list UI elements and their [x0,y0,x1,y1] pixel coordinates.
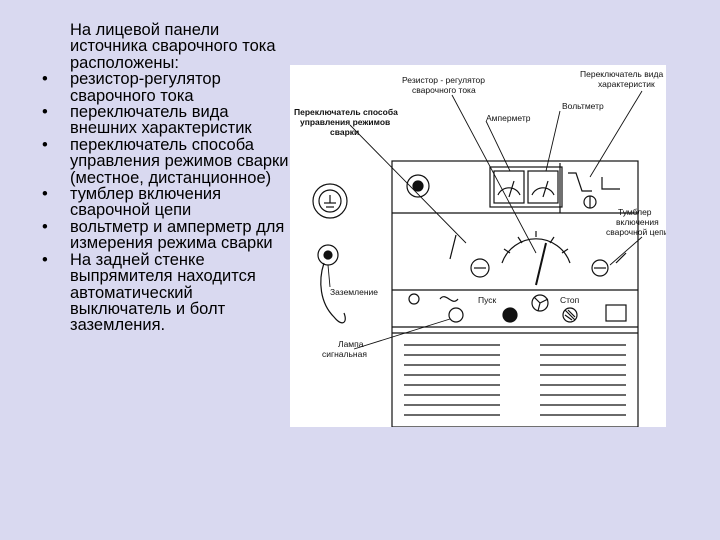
voltmeter-gauge [527,170,559,204]
stop-button [562,307,578,323]
leader-char-switch [589,90,643,178]
intro-text: На лицевой панели источника сварочного т… [70,21,276,72]
slide-text: На лицевой панели источника сварочного т… [40,22,290,334]
regulator-pointer [535,242,547,286]
label-grounding: Заземление [330,287,378,297]
falling-characteristic-icon [568,172,592,192]
bullet-item: тумблер включения сварочной цепи [40,186,290,219]
leader-toggle [609,236,643,266]
diagram-svg: Резистор - регулятор сварочного тока Пер… [294,69,666,427]
rigid-characteristic-icon [601,177,620,190]
nameplate [605,304,627,322]
grounding-bolt-disc [312,183,348,219]
vent-louvers-right [540,344,626,416]
leader-voltmeter [545,110,561,172]
label-char-switch-2: характеристик [598,79,655,89]
indicator-circle [408,293,420,305]
meters-block [489,166,563,208]
vent-louvers-left [404,344,500,416]
leader-mode-switch [349,124,467,244]
leader-lamp [353,318,451,350]
label-ammeter: Амперметр [486,113,531,123]
bullet-item: переключатель способа управления режимов… [40,137,290,186]
fan-symbol [531,294,549,312]
wave-symbol [439,296,459,302]
leader-resistor [451,94,537,254]
label-lamp-1: Лампа [338,339,364,349]
toggle-switch [591,259,609,277]
cabinet-outline [391,160,639,427]
start-button [502,307,518,323]
bullet-item: На задней стенке выпрямителя находится а… [40,251,290,334]
top-knob [406,174,430,198]
label-start: Пуск [478,295,497,305]
mode-switch-knob [470,258,490,278]
label-resistor-2: сварочного тока [412,85,476,95]
label-resistor-1: Резистор - регулятор [402,75,485,85]
label-toggle-1: Тумблер [618,207,652,217]
label-voltmeter: Вольтметр [562,101,604,111]
label-mode-switch-3: сварки [330,127,359,137]
label-toggle-2: включения [616,217,659,227]
signal-lamp [448,307,464,323]
label-mode-switch-2: управления режимов [300,117,390,127]
welding-source-diagram: Резистор - регулятор сварочного тока Пер… [290,65,666,427]
bullet-list: резистор-регулятор сварочного тока перек… [40,71,290,334]
ammeter-gauge [493,170,525,204]
label-lamp-2: сигнальная [322,349,367,359]
label-stop: Стоп [560,295,580,305]
bullet-item: переключатель вида внешних характеристик [40,104,290,137]
label-char-switch-1: Переключатель вида [580,69,663,79]
grounding-cable [320,262,346,324]
leader-ammeter [485,120,511,172]
label-mode-switch-1: Переключатель способа [294,107,398,117]
bullet-item: резистор-регулятор сварочного тока [40,71,290,104]
regulator-scale [501,238,571,264]
bullet-item: вольтметр и амперметр для измерения режи… [40,219,290,252]
label-toggle-3: сварочной цепи [606,227,666,237]
leader-grounding [327,264,331,288]
